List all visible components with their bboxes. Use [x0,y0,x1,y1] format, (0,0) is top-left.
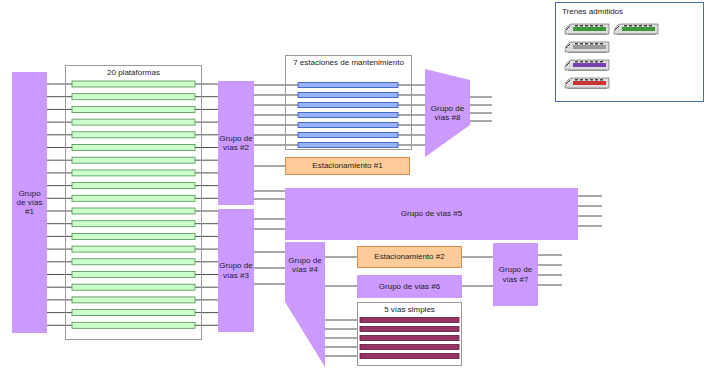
node-label: Trenes admitidos [562,7,623,16]
node-label: Grupo de vías #4 [286,256,324,274]
track-connector [254,166,285,167]
siding-area: 5 vías simples [357,302,462,366]
track-group: Grupo de vías #2 [218,81,254,205]
track-connector [412,85,425,145]
node-label: 7 estaciones de mantenimiento [293,58,404,67]
train-icons [565,24,658,89]
track-connector [254,252,285,284]
shape-fill [425,69,470,157]
track-group: Grupo de vías #1 [12,72,47,333]
track-connector [462,286,493,287]
node-label: 5 vías simples [384,305,435,314]
track-group: Grupo de vías #4 [285,242,325,367]
track-connector [202,211,218,325]
node-label: 20 plataformas [107,68,160,77]
node-label: Estacionamiento #1 [312,161,382,170]
track-group: Grupo de vías #3 [218,209,254,332]
track-group: Grupo de vías #5 [285,188,578,240]
node-label: Estacionamiento #2 [374,252,444,261]
track-connector [254,219,285,229]
parking-box: Estacionamiento #2 [357,246,462,268]
node-label: Grupo de vías #2 [219,134,253,152]
node-label: Grupo de vías #3 [219,261,253,279]
track-group: Grupo de vías #6 [357,275,462,298]
legend-box: Trenes admitidos [555,2,704,102]
track-connector [325,257,357,258]
track-group: Grupo de vías #7 [493,243,538,306]
node-label: Grupo de vías #5 [401,209,462,218]
node-label: Grupo de vías #8 [426,104,469,122]
node-label: Grupo de vías #1 [13,189,46,217]
track-connector [47,84,65,325]
track-group: Grupo de vías #8 [425,69,470,157]
shape-fill [285,242,325,367]
maintenance-area: 7 estaciones de mantenimiento [285,55,412,150]
track-connector [202,84,218,198]
platform-area: 20 plataformas [65,65,202,340]
node-label: Grupo de vías #7 [494,265,537,283]
track-connector [325,320,357,356]
track-connector [254,191,285,199]
node-label: Grupo de vías #6 [379,282,440,291]
track-connector [462,257,493,258]
track-connector [254,85,285,145]
parking-box: Estacionamiento #1 [285,157,410,175]
track-connector [325,286,357,287]
